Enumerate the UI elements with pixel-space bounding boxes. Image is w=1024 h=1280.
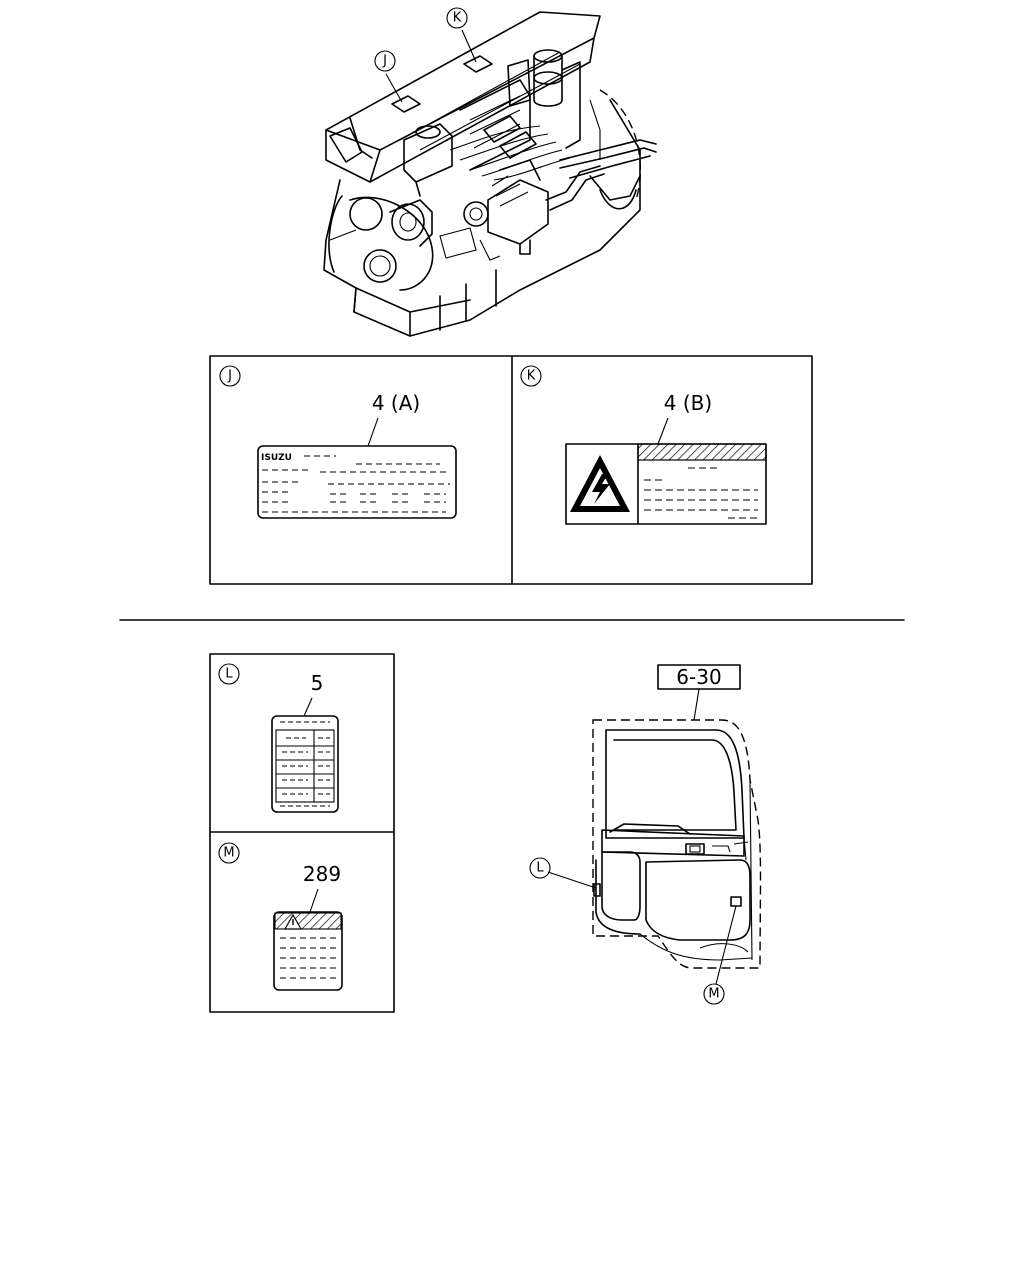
caution-label: [273, 911, 343, 991]
detail-box-lm: [209, 653, 395, 1013]
high-voltage-warning-icon: [570, 455, 630, 512]
svg-text:K: K: [527, 369, 536, 384]
detail-box-jk: [209, 355, 813, 585]
door-ref-number: 6-30: [676, 665, 721, 689]
part-number-4a: 4 (A): [372, 391, 420, 415]
callout-k-engine: K: [446, 7, 468, 29]
engine-info-label: [257, 445, 457, 519]
detail-m: M 289: [218, 842, 343, 991]
isuzu-brand-text: ISUZU: [261, 453, 292, 463]
svg-text:L: L: [225, 667, 233, 682]
svg-text:M: M: [708, 987, 719, 1002]
info-table-label: [271, 715, 339, 813]
label-l-location: [593, 883, 601, 897]
part-number-289: 289: [303, 862, 341, 886]
svg-text:J: J: [227, 369, 232, 384]
label-j-location: [391, 95, 421, 113]
callout-j-engine: J: [374, 50, 396, 72]
label-k-location: [463, 55, 493, 73]
callout-m-door: M: [703, 905, 737, 1005]
svg-text:M: M: [223, 846, 234, 861]
svg-text:L: L: [536, 861, 544, 876]
svg-text:J: J: [382, 54, 387, 69]
door-illustration: 6-30 L M: [529, 664, 762, 1005]
detail-j: J 4 (A) ISUZU: [219, 365, 457, 519]
callout-l-door: L: [529, 857, 597, 889]
detail-k: K 4 (B): [520, 365, 767, 525]
engine-illustration: [323, 11, 657, 337]
caution-triangle-icon: [283, 913, 303, 930]
part-number-5: 5: [311, 671, 324, 695]
detail-l: L 5: [218, 663, 339, 813]
label-m-location: [730, 896, 742, 907]
svg-text:K: K: [453, 11, 462, 26]
part-number-4b: 4 (B): [664, 391, 712, 415]
